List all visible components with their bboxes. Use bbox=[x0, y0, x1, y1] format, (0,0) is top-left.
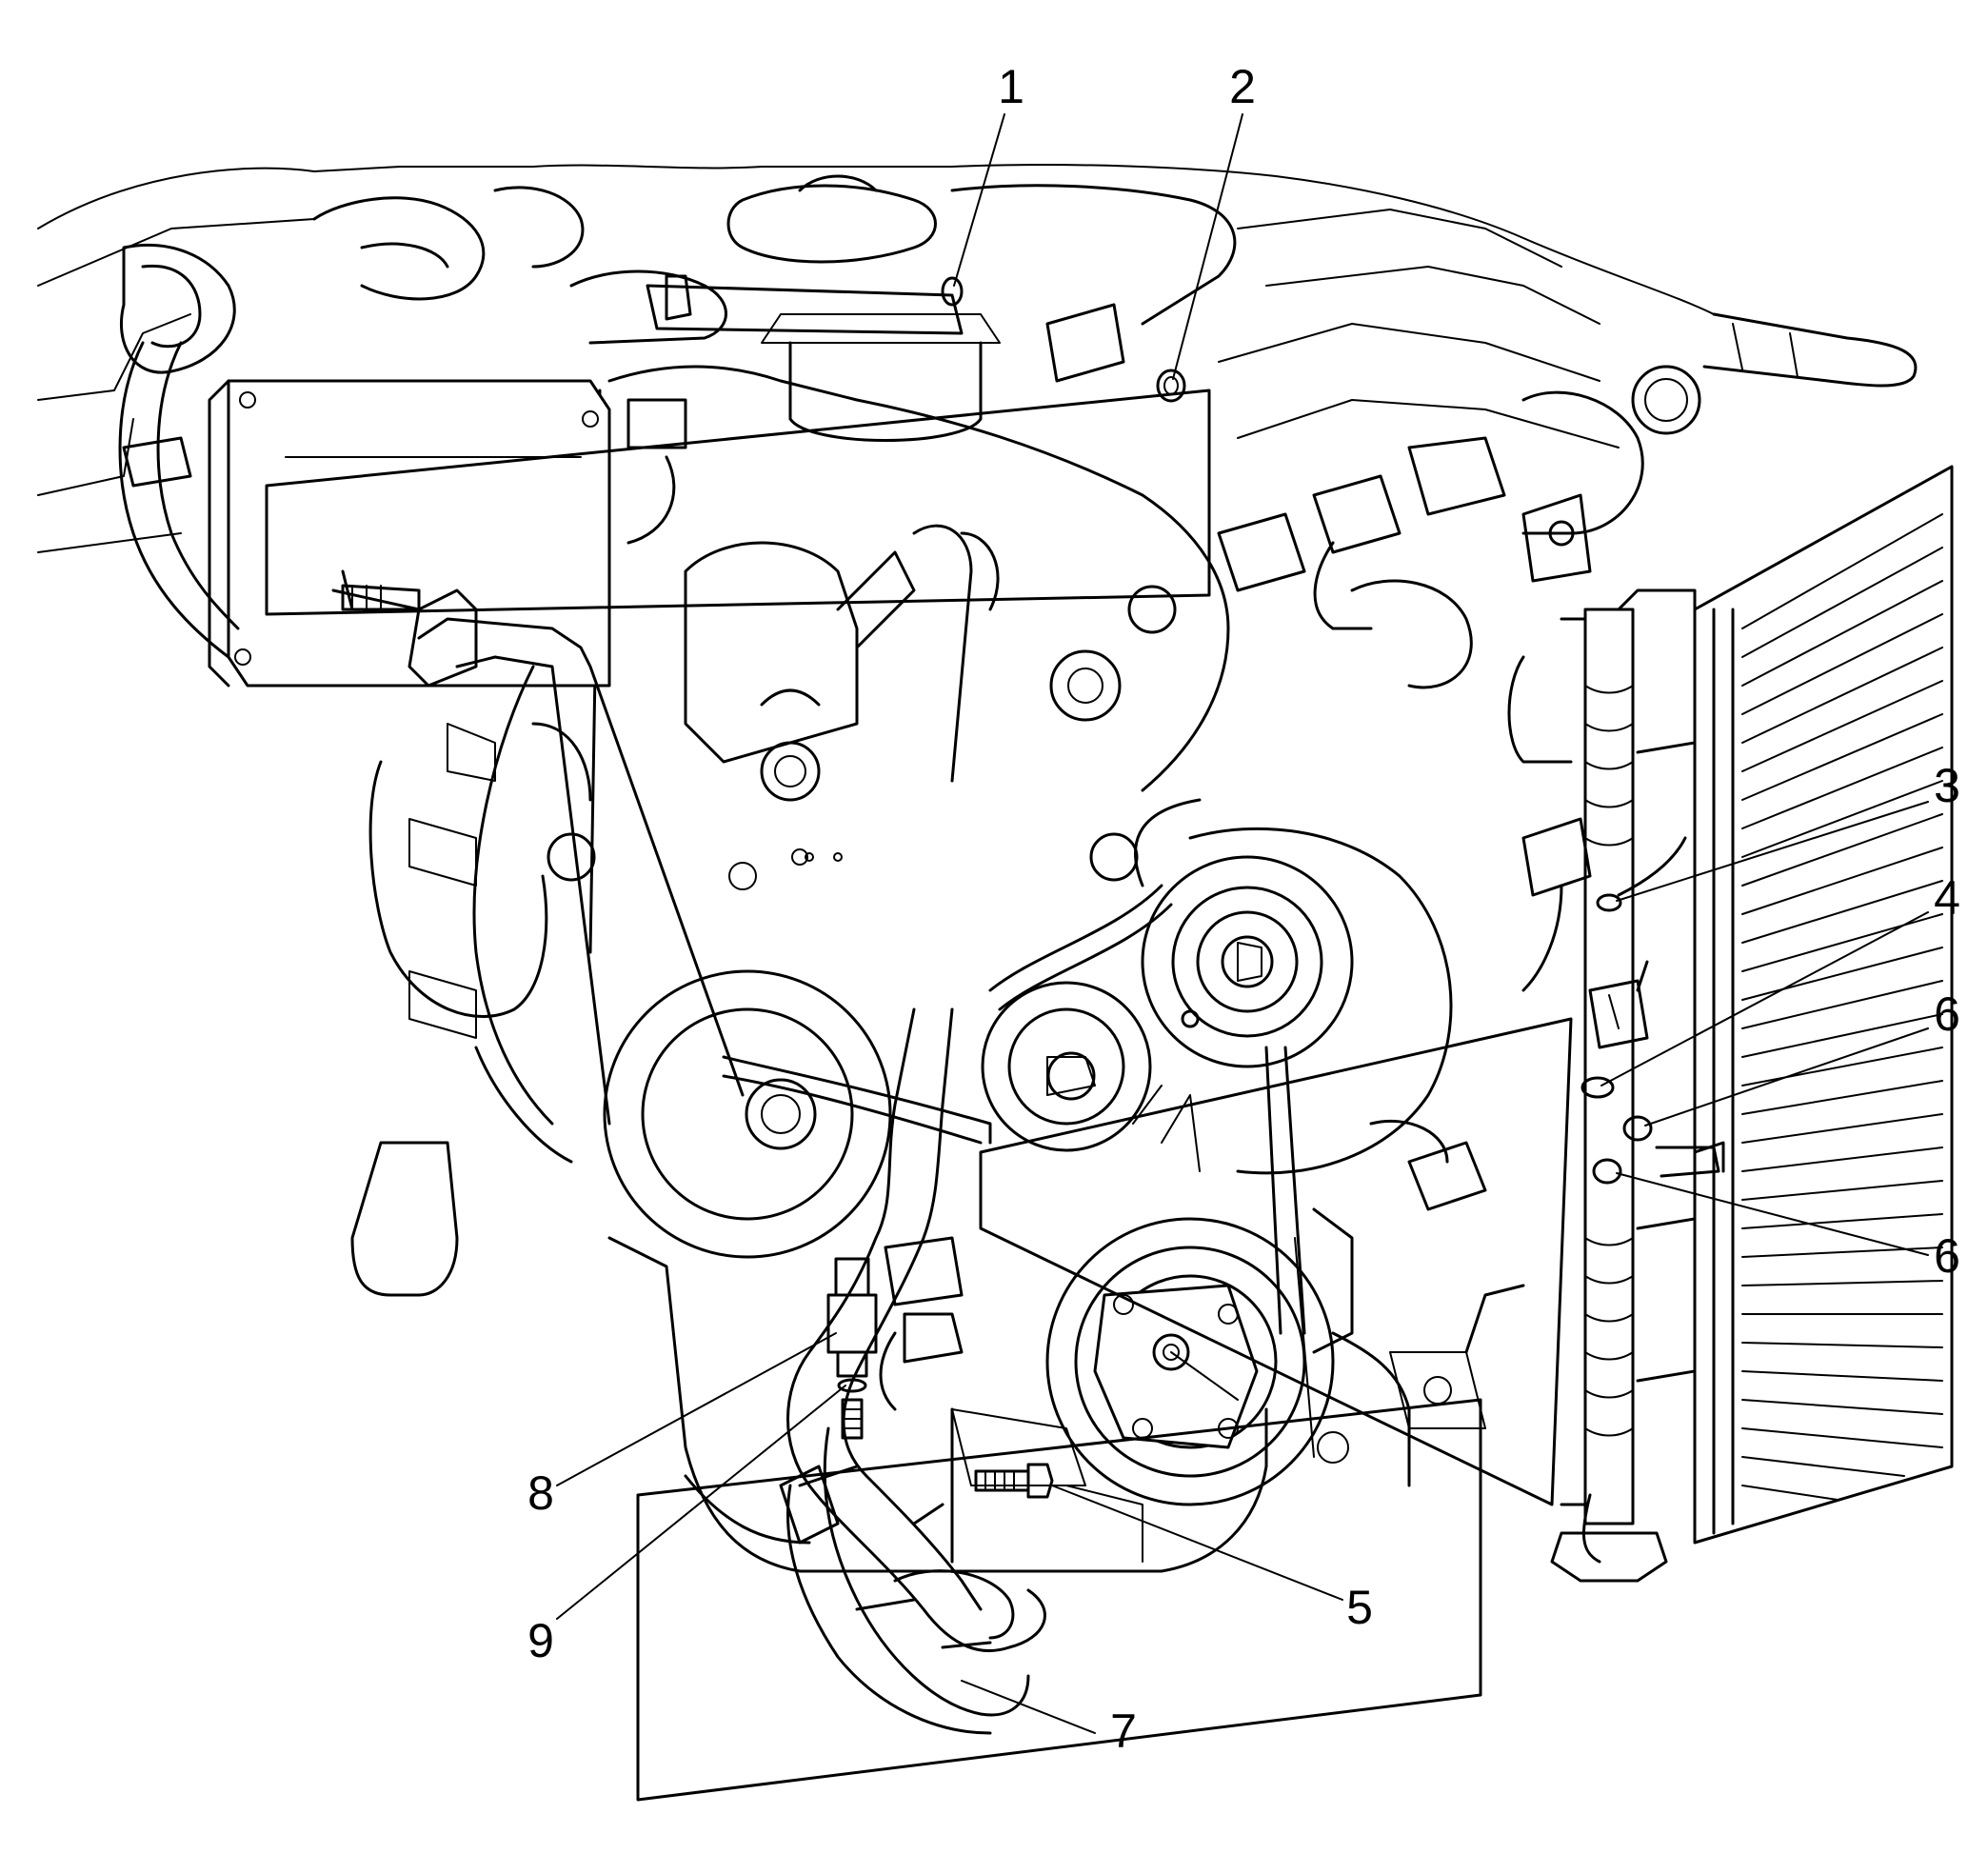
callout-4: 4 bbox=[1934, 871, 1960, 925]
leader-5 bbox=[1051, 1485, 1343, 1601]
detail-frames bbox=[265, 389, 1573, 1802]
leader-3 bbox=[1616, 801, 1929, 902]
condenser-art bbox=[1693, 465, 1954, 1545]
engine-block-art bbox=[37, 164, 1954, 1735]
hose-assembly-art bbox=[779, 1007, 1046, 1735]
callout-5: 5 bbox=[1346, 1581, 1373, 1634]
detail-frame-mid bbox=[979, 1017, 1573, 1506]
leader-lines bbox=[556, 113, 1929, 1734]
callout-1: 1 bbox=[998, 60, 1024, 113]
leader-6b bbox=[1616, 1172, 1929, 1256]
callout-7: 7 bbox=[1110, 1705, 1137, 1758]
detail-frame-top bbox=[265, 389, 1211, 616]
bolt-art bbox=[974, 1463, 1054, 1499]
callout-9: 9 bbox=[527, 1614, 554, 1667]
leader-7 bbox=[961, 1680, 1096, 1734]
callout-6b: 6 bbox=[1934, 1229, 1960, 1283]
leader-6a bbox=[1644, 1027, 1929, 1126]
leader-2 bbox=[1172, 113, 1243, 380]
callout-6a: 6 bbox=[1934, 987, 1960, 1041]
callout-8: 8 bbox=[527, 1466, 554, 1520]
callout-2: 2 bbox=[1229, 60, 1256, 113]
detail-frame-bottom bbox=[636, 1398, 1482, 1802]
receiver-dryer-art bbox=[1507, 588, 1697, 1583]
callout-3: 3 bbox=[1934, 759, 1960, 812]
pressure-switch-art bbox=[826, 1257, 878, 1440]
leader-9 bbox=[556, 1385, 846, 1620]
leader-8 bbox=[556, 1332, 837, 1486]
leader-1 bbox=[953, 113, 1005, 287]
callout-labels: 1 2 3 4 6 6 8 9 5 7 bbox=[527, 60, 1960, 1758]
leader-4 bbox=[1600, 911, 1929, 1087]
